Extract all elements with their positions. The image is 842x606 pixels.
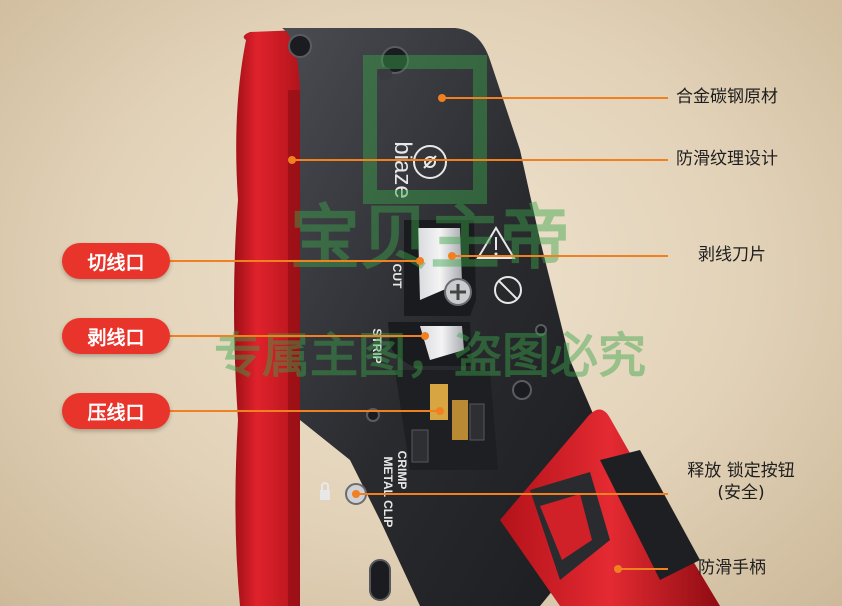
label-cut: CUT <box>390 264 404 289</box>
tag-strip-port: 剥线口 <box>62 318 170 354</box>
svg-text:宝贝主帝: 宝贝主帝 <box>290 197 570 279</box>
callout-release-lock: 释放 锁定按钮 (安全) <box>687 461 795 504</box>
crimp-die <box>395 370 498 470</box>
callout-texture: 防滑纹理设计 <box>676 149 778 169</box>
brand-logo-icon <box>413 145 447 179</box>
tag-crimp-port: 压线口 <box>62 393 170 429</box>
callout-blade: 剥线刀片 <box>698 245 766 265</box>
leader-lines <box>165 97 668 570</box>
no-hand-icon <box>494 276 522 304</box>
watermark: 宝贝主帝 专属主图，盗图必究 <box>214 55 646 384</box>
tag-cut-port: 切线口 <box>62 243 170 279</box>
callout-material: 合金碳钢原材 <box>676 87 778 107</box>
svg-text:专属主图，盗图必究: 专属主图，盗图必究 <box>214 328 646 384</box>
bolt-icon <box>288 34 547 400</box>
label-metal-clip: METAL CLIP <box>381 457 395 528</box>
callout-grip: 防滑手柄 <box>698 558 766 578</box>
warning-triangle-icon <box>476 226 516 259</box>
brand-name: biaze <box>389 141 416 198</box>
steel-head-plate <box>282 28 610 606</box>
strip-blade <box>388 322 472 366</box>
cutter-blade <box>404 220 476 316</box>
label-crimp: CRIMP <box>395 451 409 490</box>
leader-dots <box>288 94 622 573</box>
label-strip: STRIP <box>370 328 384 363</box>
lock-icon <box>320 482 330 500</box>
right-red-handle <box>500 409 720 606</box>
